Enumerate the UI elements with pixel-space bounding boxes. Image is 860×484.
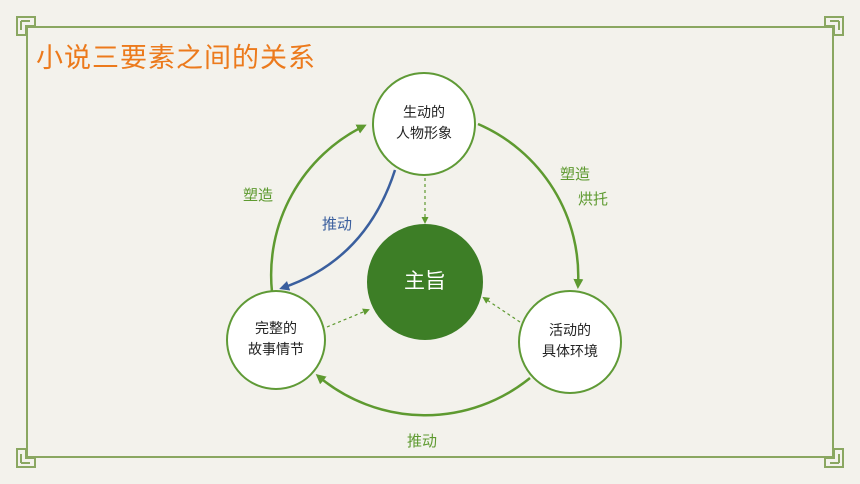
arrow-character-to-environment bbox=[477, 122, 584, 289]
arrow-character-to-plot bbox=[279, 169, 397, 291]
node-environment-line2: 具体环境 bbox=[542, 344, 598, 360]
node-plot-line2: 故事情节 bbox=[248, 342, 304, 358]
frame-corner-ornament-bottom-right bbox=[823, 447, 845, 469]
edge-label-shape-left: 塑造 bbox=[243, 186, 274, 204]
arrow-plot-to-character bbox=[269, 124, 367, 293]
page-title: 小说三要素之间的关系 bbox=[36, 43, 316, 74]
node-theme-label: 主旨 bbox=[404, 269, 446, 294]
edge-label-set-off: 烘托 bbox=[578, 190, 609, 208]
node-plot-line1: 完整的 bbox=[255, 321, 297, 337]
node-character: 生动的 人物形象 bbox=[372, 72, 476, 176]
dashed-arrow-plot-to-theme bbox=[326, 308, 370, 328]
node-plot: 完整的 故事情节 bbox=[226, 290, 326, 390]
edge-label-push-bottom: 推动 bbox=[407, 432, 438, 450]
decorative-frame bbox=[26, 26, 834, 458]
edge-label-push-inner: 推动 bbox=[322, 215, 353, 233]
edge-label-shape: 塑造 bbox=[560, 165, 591, 183]
node-theme: 主旨 bbox=[367, 224, 483, 340]
frame-corner-ornament-top-left bbox=[15, 15, 37, 37]
arrow-environment-to-plot bbox=[315, 374, 531, 417]
node-character-line2: 人物形象 bbox=[396, 126, 452, 142]
frame-corner-ornament-bottom-left bbox=[15, 447, 37, 469]
frame-corner-ornament-top-right bbox=[823, 15, 845, 37]
dashed-arrow-environment-to-theme bbox=[482, 296, 521, 323]
node-environment: 活动的 具体环境 bbox=[518, 290, 622, 394]
node-character-line1: 生动的 bbox=[403, 105, 445, 121]
node-environment-line1: 活动的 bbox=[549, 323, 591, 339]
